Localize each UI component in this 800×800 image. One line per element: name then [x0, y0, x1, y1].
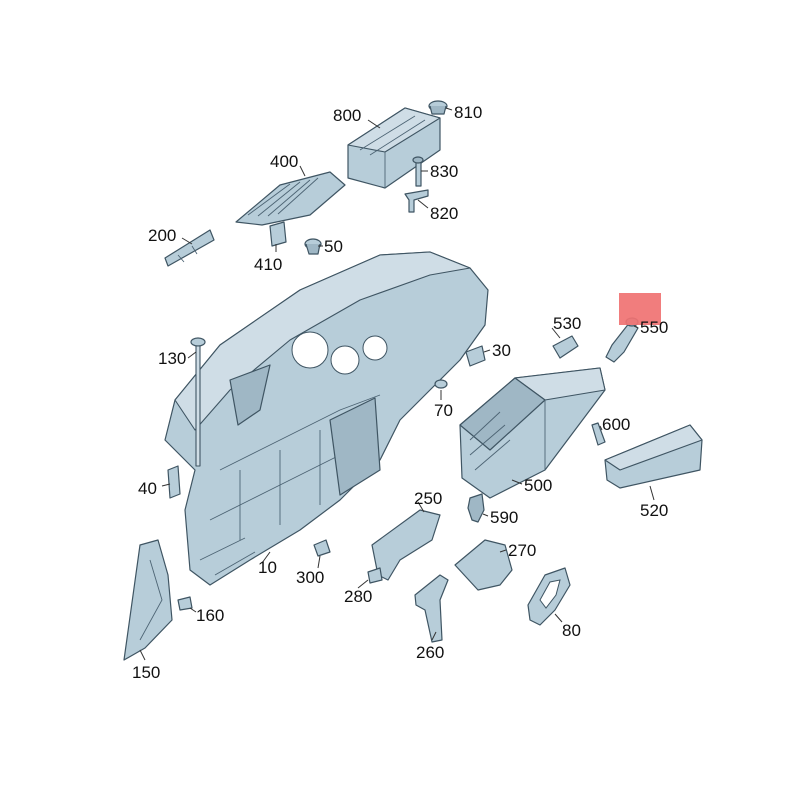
- label-530: 530: [553, 314, 581, 333]
- label-50: 50: [324, 237, 343, 256]
- part-70-grommet: [434, 379, 448, 389]
- label-160: 160: [196, 606, 224, 625]
- label-200: 200: [148, 226, 176, 245]
- label-280: 280: [344, 587, 372, 606]
- highlight-box: [619, 293, 661, 325]
- part-40-bracket: [167, 465, 181, 499]
- label-810: 810: [454, 103, 482, 122]
- label-400: 400: [270, 152, 298, 171]
- label-590: 590: [490, 508, 518, 527]
- part-10-dashboard: [164, 251, 489, 586]
- part-30-bracket: [465, 345, 486, 367]
- part-820-screw: [404, 189, 429, 213]
- label-820: 820: [430, 204, 458, 223]
- label-40: 40: [138, 479, 157, 498]
- label-830: 830: [430, 162, 458, 181]
- label-550: 550: [640, 318, 668, 337]
- part-260-bracket: [414, 574, 449, 643]
- label-30: 30: [492, 341, 511, 360]
- label-270: 270: [508, 541, 536, 560]
- label-300: 300: [296, 568, 324, 587]
- callout-labels: 800 810 830 820 400 200 410 50 530 550 1…: [132, 103, 668, 682]
- leader-lines: [139, 107, 655, 661]
- label-150: 150: [132, 663, 160, 682]
- part-400-vent-cover: [235, 171, 346, 226]
- part-520-panel: [604, 424, 703, 489]
- label-70: 70: [434, 401, 453, 420]
- part-600-pin: [591, 422, 606, 446]
- part-270-bracket: [454, 539, 513, 591]
- label-130: 130: [158, 349, 186, 368]
- part-80-bezel: [527, 567, 571, 626]
- part-250-bracket: [371, 509, 441, 581]
- label-250: 250: [414, 489, 442, 508]
- part-160-clip: [177, 596, 193, 611]
- label-80: 80: [562, 621, 581, 640]
- label-800: 800: [333, 106, 361, 125]
- part-830-bolt: [412, 156, 424, 187]
- label-410: 410: [254, 255, 282, 274]
- part-530-switch: [552, 335, 579, 359]
- label-260: 260: [416, 643, 444, 662]
- label-10: 10: [258, 558, 277, 577]
- part-300-clip: [313, 539, 331, 557]
- part-280-clip: [367, 567, 383, 584]
- part-810-grommet: [428, 100, 448, 115]
- part-800-airbag-module: [347, 107, 441, 189]
- part-410-clip: [269, 221, 287, 247]
- part-130-bolt: [190, 337, 206, 467]
- label-500: 500: [524, 476, 552, 495]
- part-150-side-panel: [123, 539, 173, 661]
- part-50-clip: [304, 238, 322, 255]
- label-600: 600: [602, 415, 630, 434]
- part-500-glove-box: [459, 367, 606, 499]
- part-200-side-trim: [164, 229, 215, 267]
- part-590-fastener: [467, 493, 485, 523]
- label-520: 520: [640, 501, 668, 520]
